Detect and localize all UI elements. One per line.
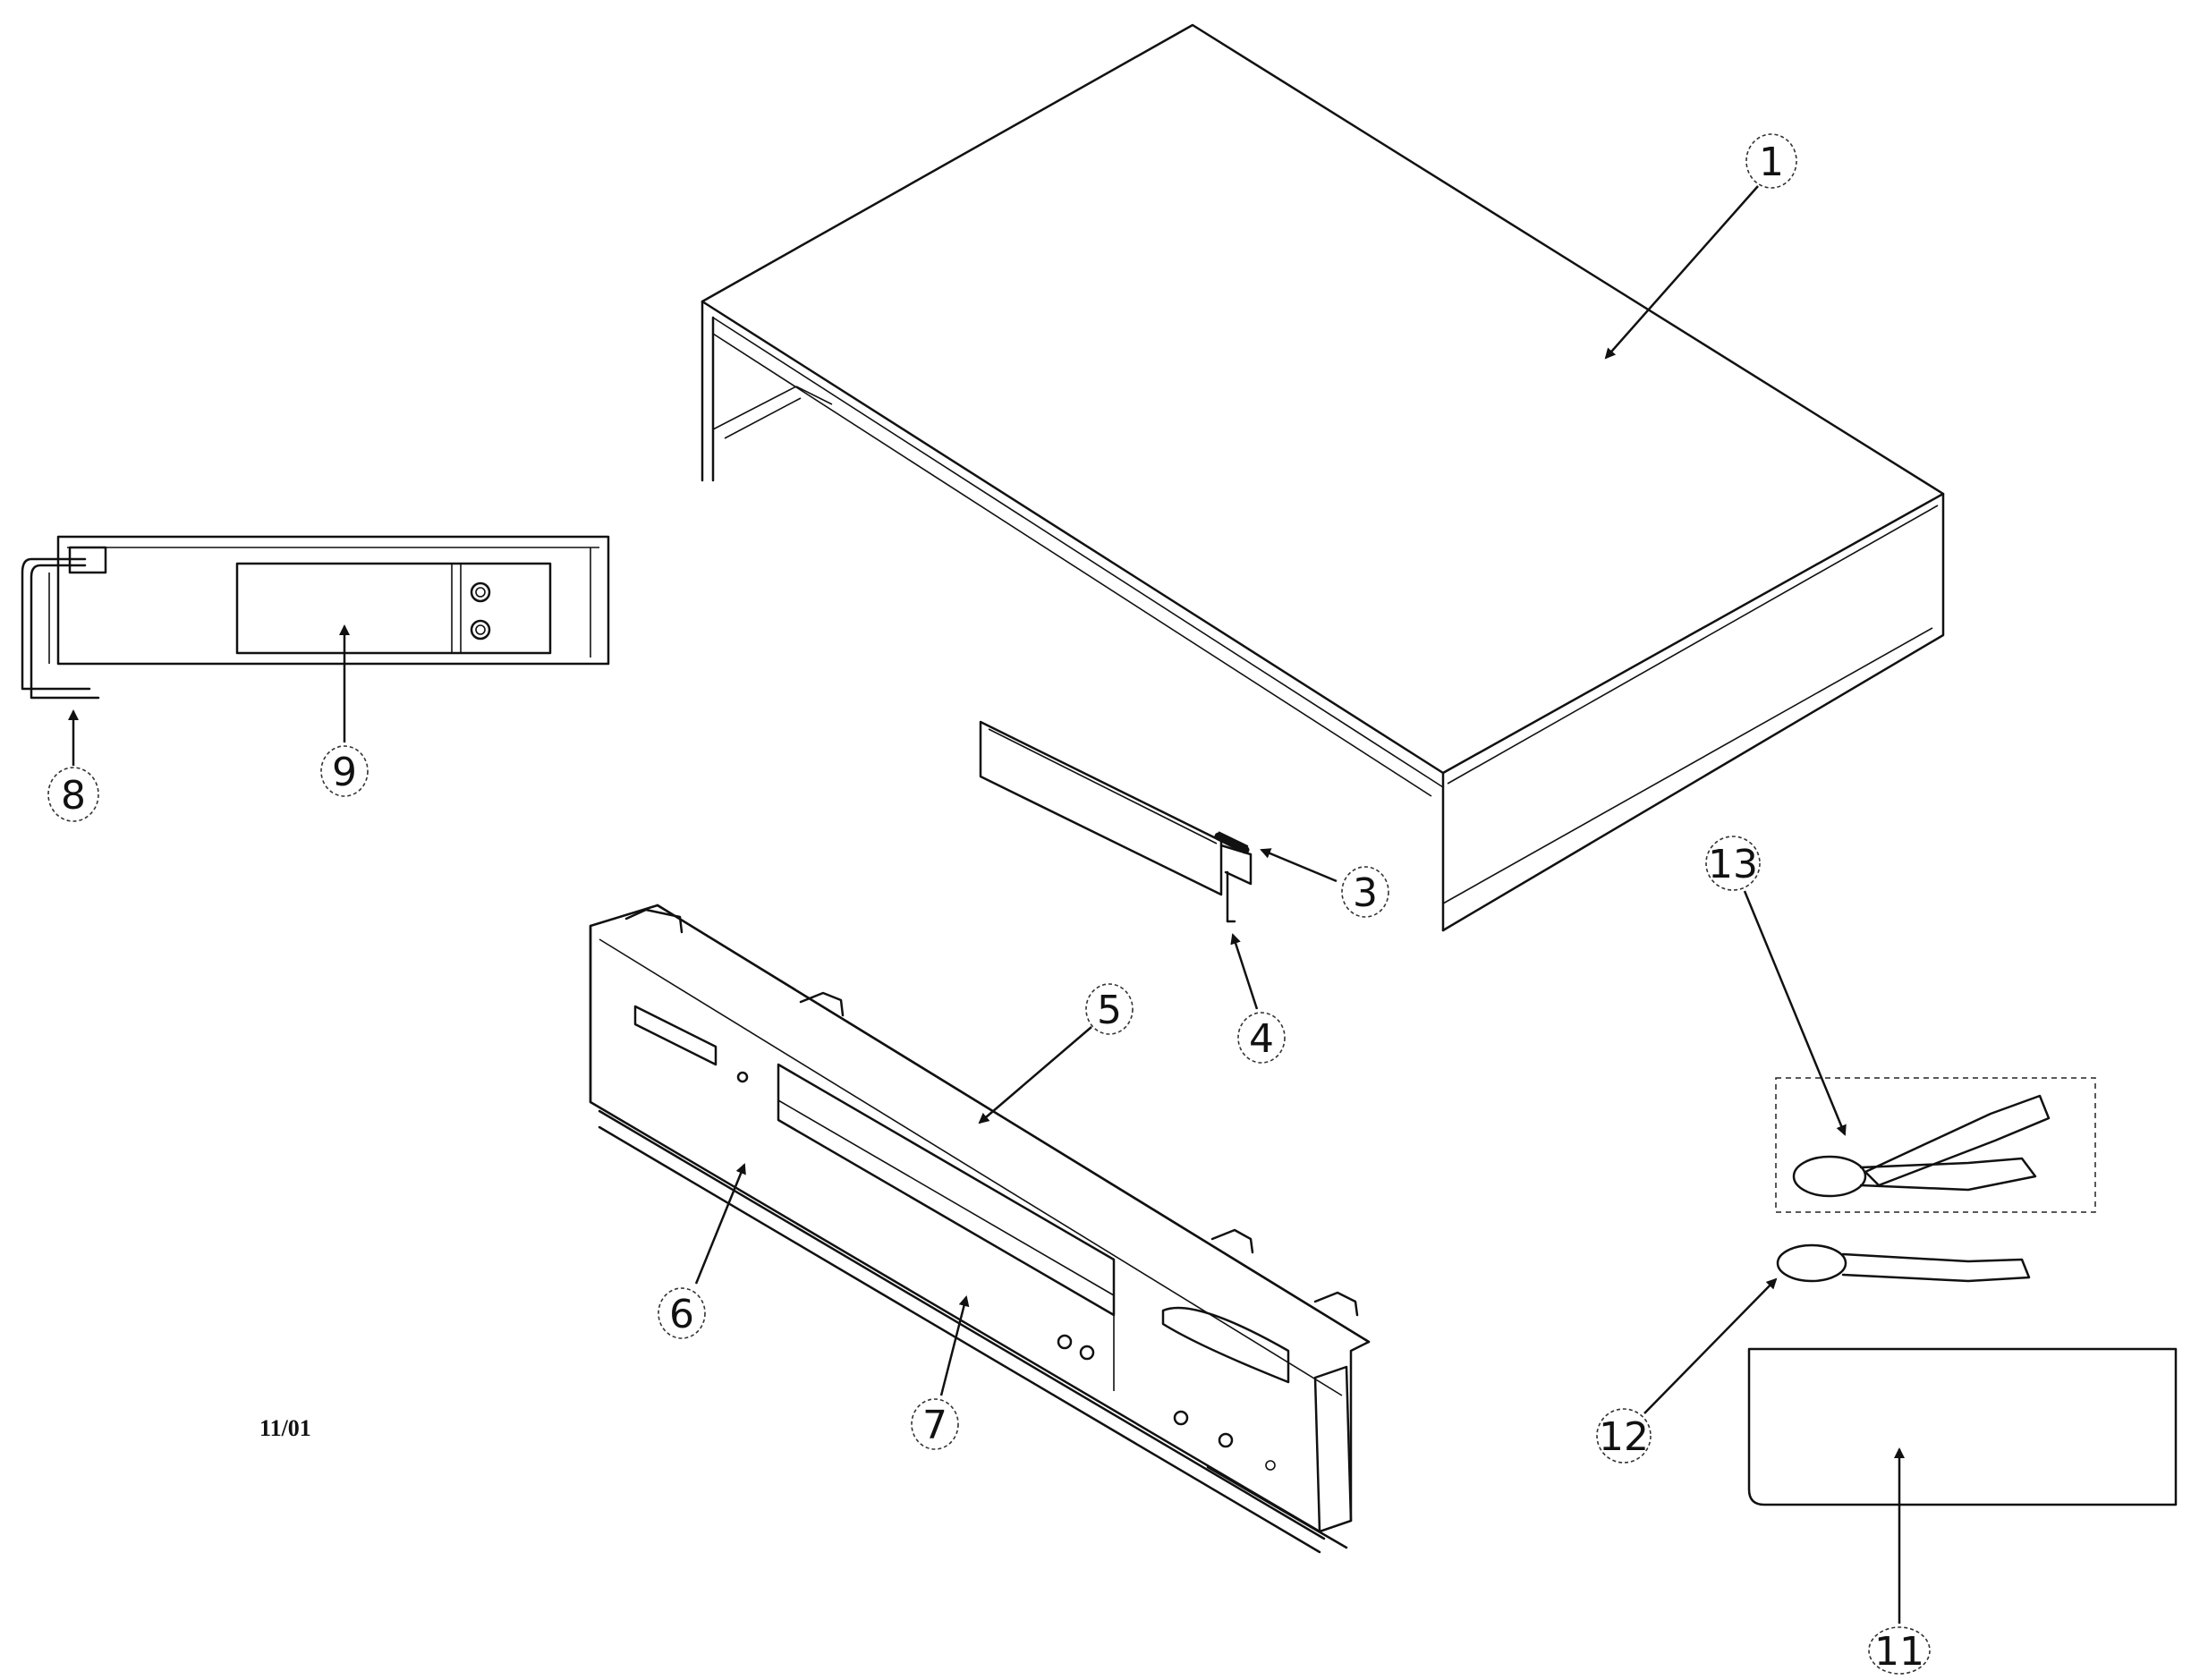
callout-3-label: 3 <box>1353 870 1378 916</box>
callout-7: 7 <box>911 1295 970 1450</box>
cable-part <box>1776 1243 2031 1283</box>
callout-8-label: 8 <box>61 773 86 819</box>
front-panel-part <box>589 904 1371 1554</box>
callout-8: 8 <box>47 709 99 822</box>
callout-3: 3 <box>1260 848 1389 918</box>
screw-part <box>1214 831 1250 854</box>
callout-7-label: 7 <box>922 1403 947 1448</box>
callout-12-label: 12 <box>1599 1414 1649 1460</box>
callout-11-label: 11 <box>1874 1629 1924 1675</box>
manual-part <box>1747 1347 2178 1506</box>
sub-panel-part <box>56 535 610 666</box>
callout-9-label: 9 <box>332 750 357 795</box>
callout-12: 12 <box>1596 1277 1778 1464</box>
callout-1-label: 1 <box>1759 140 1784 185</box>
side-bracket-part <box>979 720 1253 923</box>
date-code: 11/01 <box>259 1415 311 1441</box>
top-cover-part <box>701 23 1945 932</box>
callout-5: 5 <box>978 983 1134 1124</box>
callout-13: 13 <box>1705 836 1847 1136</box>
callout-4: 4 <box>1230 933 1286 1064</box>
accessory-kit-part <box>1775 1077 2096 1213</box>
callout-13-label: 13 <box>1708 842 1758 887</box>
callout-6: 6 <box>658 1163 746 1339</box>
callout-1: 1 <box>1604 133 1797 360</box>
callout-4-label: 4 <box>1249 1016 1274 1062</box>
callout-6-label: 6 <box>669 1292 694 1337</box>
callout-11: 11 <box>1868 1447 1931 1675</box>
callout-9: 9 <box>320 624 369 797</box>
wire-harness-part <box>21 546 107 700</box>
callout-5-label: 5 <box>1097 988 1122 1033</box>
